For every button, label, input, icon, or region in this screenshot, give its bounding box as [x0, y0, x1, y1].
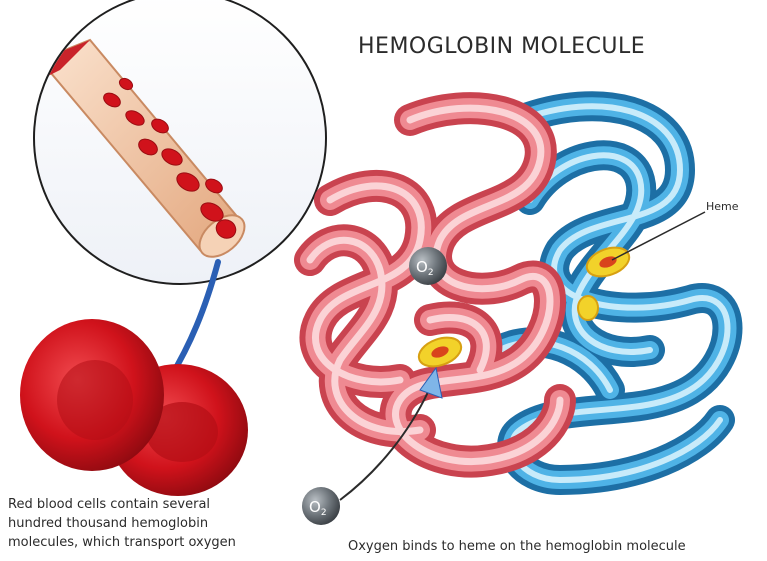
red-blood-cells-caption: Red blood cells contain several hundred …: [8, 495, 308, 552]
red-globin-chain: [310, 108, 560, 461]
oxygen-binding-caption: Oxygen binds to heme on the hemoglobin m…: [348, 537, 686, 556]
o2-molecule-in-protein: O2: [409, 247, 447, 285]
magnified-vessel-view: [20, 0, 326, 284]
diagram-title: HEMOGLOBIN MOLECULE: [358, 34, 645, 59]
hemoglobin-molecule: [310, 106, 728, 480]
red-blood-cells: [20, 319, 248, 496]
caption-line-2: hundred thousand hemoglobin: [8, 514, 308, 533]
caption-line-1: Red blood cells contain several: [8, 495, 308, 514]
caption-line-3: molecules, which transport oxygen: [8, 533, 308, 552]
heme-label: Heme: [706, 200, 739, 213]
heme-group-blue-2: [578, 296, 598, 320]
